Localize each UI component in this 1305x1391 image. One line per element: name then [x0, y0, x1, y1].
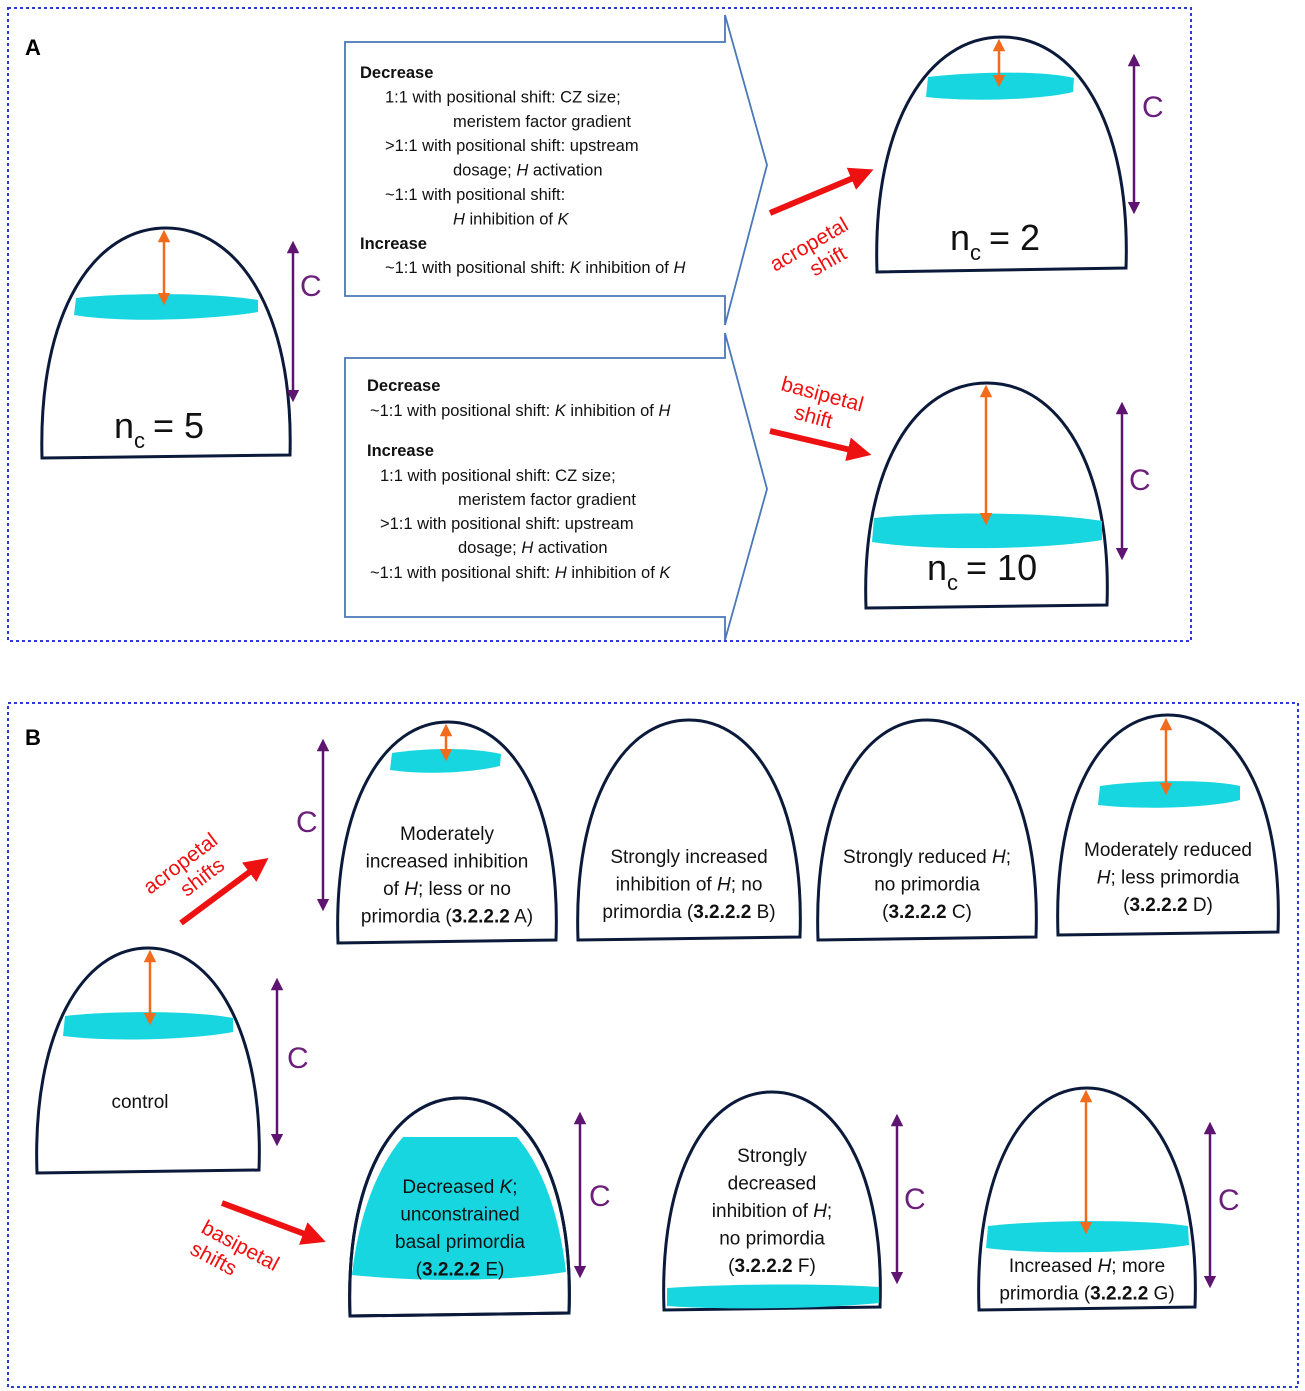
panel-b-label: B	[25, 725, 41, 750]
criteria-line: Increase	[360, 235, 427, 253]
dome-control: C control	[35, 946, 309, 1175]
basipetal-label: basipetalshift	[772, 373, 865, 440]
c-label: C	[1218, 1184, 1240, 1217]
signal-band	[63, 1012, 233, 1040]
criteria-line: Decrease	[367, 377, 440, 395]
c-label: C	[1142, 91, 1164, 124]
dome-a-bottom: C nc= 10	[864, 381, 1151, 610]
criteria-line: dosage; H activation	[453, 162, 603, 180]
nc-label: nc= 10	[927, 547, 1037, 595]
criteria-line: Decrease	[360, 64, 433, 82]
criteria-line: ~1:1 with positional shift:	[385, 186, 565, 204]
basipetal-shifts-label: basipetalshifts	[186, 1216, 282, 1297]
criteria-line: meristem factor gradient	[453, 113, 631, 131]
dome-b-C: Strongly reduced H;no primordia(3.2.2.2 …	[816, 718, 1038, 942]
criteria-line: meristem factor gradient	[458, 491, 636, 509]
criteria-line: >1:1 with positional shift: upstream	[380, 515, 634, 533]
nc-label: nc= 2	[950, 217, 1040, 265]
criteria-line: dosage; H activation	[458, 539, 608, 557]
criteria-line: 1:1 with positional shift: CZ size;	[380, 467, 616, 485]
criteria-line: H inhibition of K	[453, 210, 570, 228]
dome-a-top: C nc= 2	[875, 35, 1164, 274]
panel-a-label: A	[25, 35, 41, 60]
signal-band	[872, 513, 1102, 549]
dome-caption-C: Strongly reduced H;no primordia(3.2.2.2 …	[843, 847, 1011, 923]
top-criteria-text: Decrease 1:1 with positional shift: CZ si…	[360, 64, 685, 277]
control-label: control	[111, 1092, 168, 1113]
c-label: C	[300, 270, 322, 303]
signal-band	[986, 1221, 1189, 1253]
acropetal-label: acropetalshift	[766, 213, 864, 297]
acropetal-shifts-arrow	[179, 857, 269, 926]
c-label: C	[589, 1180, 611, 1213]
signal-band	[352, 1137, 566, 1280]
panel-a-frame	[7, 7, 1192, 642]
criteria-line: ~1:1 with positional shift: H inhibition…	[370, 564, 671, 582]
nc-label: nc= 5	[114, 405, 204, 453]
panel-b-frame	[7, 702, 1299, 1388]
basipetal-arrow	[769, 428, 872, 462]
criteria-line: >1:1 with positional shift: upstream	[385, 137, 639, 155]
c-label: C	[904, 1183, 926, 1216]
c-label: C	[287, 1042, 309, 1075]
criteria-line: ~1:1 with positional shift: K inhibition…	[385, 259, 685, 277]
signal-band	[667, 1284, 879, 1309]
c-label: C	[296, 806, 318, 839]
signal-band	[74, 294, 258, 320]
acropetal-arrow	[768, 167, 874, 216]
bottom-criteria-text: Decrease ~1:1 with positional shift: K in…	[367, 377, 671, 582]
dome-a-left: C nc= 5	[40, 226, 322, 460]
criteria-line: 1:1 with positional shift: CZ size;	[385, 88, 621, 106]
criteria-line: ~1:1 with positional shift: K inhibition…	[370, 402, 670, 420]
signal-band	[1098, 781, 1240, 808]
acropetal-shifts-label: acropetalshifts	[139, 829, 236, 919]
top-criteria-box	[344, 14, 768, 326]
bottom-criteria-box	[344, 332, 768, 641]
c-label: C	[1129, 464, 1151, 497]
criteria-line: Increase	[367, 442, 434, 460]
basipetal-shifts-arrow	[220, 1200, 326, 1245]
